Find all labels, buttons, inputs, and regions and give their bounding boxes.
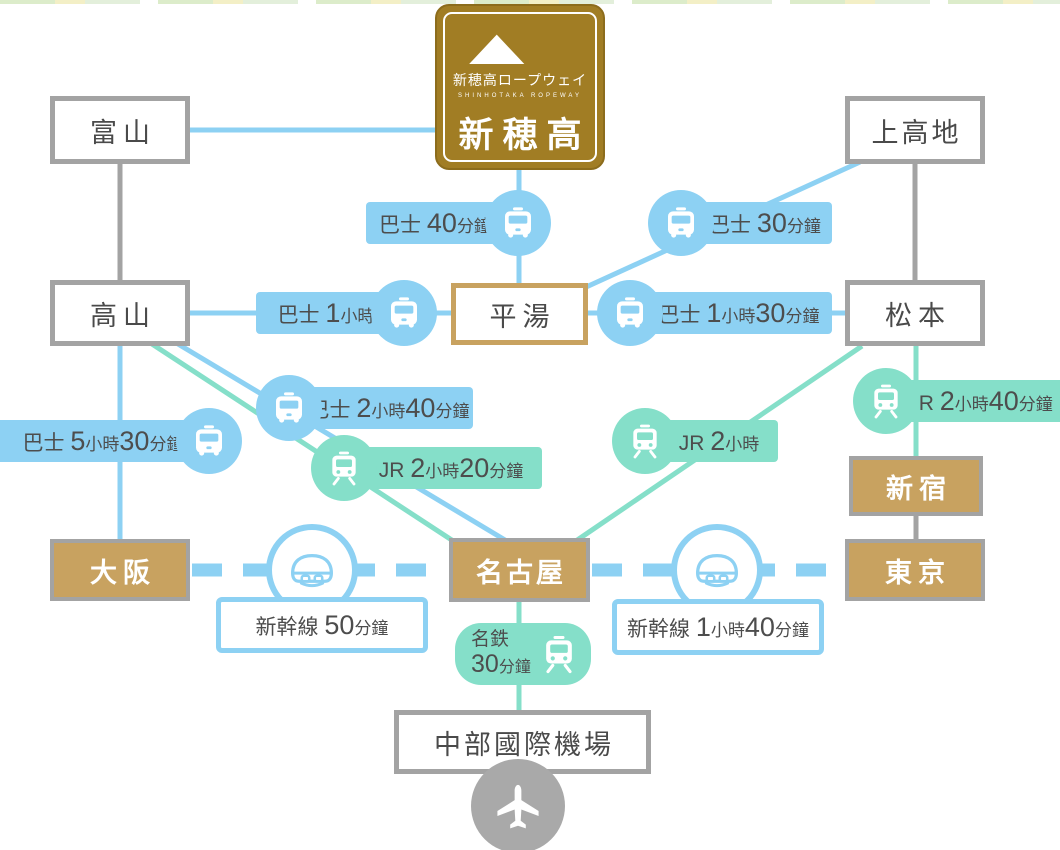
station-toyama: 富山 [50,96,190,164]
shinhotaka-badge-inner: 新穂高ロープウェイ SHINHOTAKA ROPEWAY 新穂高 [443,12,597,162]
station-shinjuku: 新宿 [849,456,983,516]
route-jr-2h-label: JR 2小時 [678,425,760,456]
route-jr-2h20-label: JR 2小時20分鐘 [378,452,524,483]
ropeway-logo-subtitle: SHINHOTAKA ROPEWAY [458,93,582,99]
route-shinkansen-50min-label: 新幹線 50分鐘 [255,609,389,640]
station-nagoya: 名古屋 [449,538,590,602]
route-bus-2h40-label: 巴士 2小時40分鐘 [308,392,470,423]
station-takayama: 高山 [50,280,190,346]
shinhotaka-badge: 新穂高ロープウェイ SHINHOTAKA ROPEWAY 新穂高 [435,4,605,170]
route-jr-2h20: JR 2小時20分鐘 [360,447,542,489]
train-icon [537,632,581,676]
bus-icon [371,280,437,346]
route-jr-2h: JR 2小時 [660,420,778,462]
train-icon [612,408,678,474]
route-bus-5h30-label: 巴士 5小時30分鐘 [22,425,184,456]
route-jr-2h40: JR 2小時40分鐘 [901,380,1060,422]
route-bus-40min-label: 巴士 40分鐘 [379,207,491,238]
bus-icon [485,190,551,256]
station-matsumoto: 松本 [845,280,985,346]
route-bus-40min: 巴士 40分鐘 [366,202,504,244]
route-bus-1h30: 巴士 1小時30分鐘 [646,292,832,334]
line-takayama-nagoya-jr [150,341,469,553]
route-shinkansen-50min: 新幹線 50分鐘 [216,597,428,653]
station-shinhotaka: 新穂高 [458,116,591,155]
bus-icon [597,280,663,346]
route-meitetsu-30min: 名鉄 30分鐘 [455,623,591,685]
mountains-icon [464,24,576,66]
train-icon [311,435,377,501]
route-shinkansen-1h40: 新幹線 1小時40分鐘 [612,599,824,655]
route-bus-30min: 巴士 30分鐘 [698,202,832,244]
bus-icon [648,190,714,256]
station-osaka: 大阪 [50,539,190,601]
route-bus-30min-label: 巴士 30分鐘 [709,207,821,238]
airplane-icon [471,759,565,850]
route-meitetsu-30min-label: 名鉄 30分鐘 [471,628,531,678]
bus-icon [256,375,322,441]
route-bus-2h40: 巴士 2小時40分鐘 [305,387,473,429]
route-bus-1h30-label: 巴士 1小時30分鐘 [658,297,820,328]
route-bus-1h-label: 巴士 1小時 [277,297,375,328]
route-bus-5h30: 巴士 5小時30分鐘 [0,420,206,462]
bus-icon [176,408,242,474]
station-kamikochi: 上高地 [845,96,985,164]
top-edge-strip [0,0,1060,4]
station-hirayu: 平湯 [451,283,588,345]
route-shinkansen-1h40-label: 新幹線 1小時40分鐘 [627,611,809,642]
route-jr-2h40-label: JR 2小時40分鐘 [908,385,1053,416]
train-icon [853,368,919,434]
ropeway-logo-title: 新穂高ロープウェイ [452,72,588,88]
station-tokyo: 東京 [845,539,985,601]
